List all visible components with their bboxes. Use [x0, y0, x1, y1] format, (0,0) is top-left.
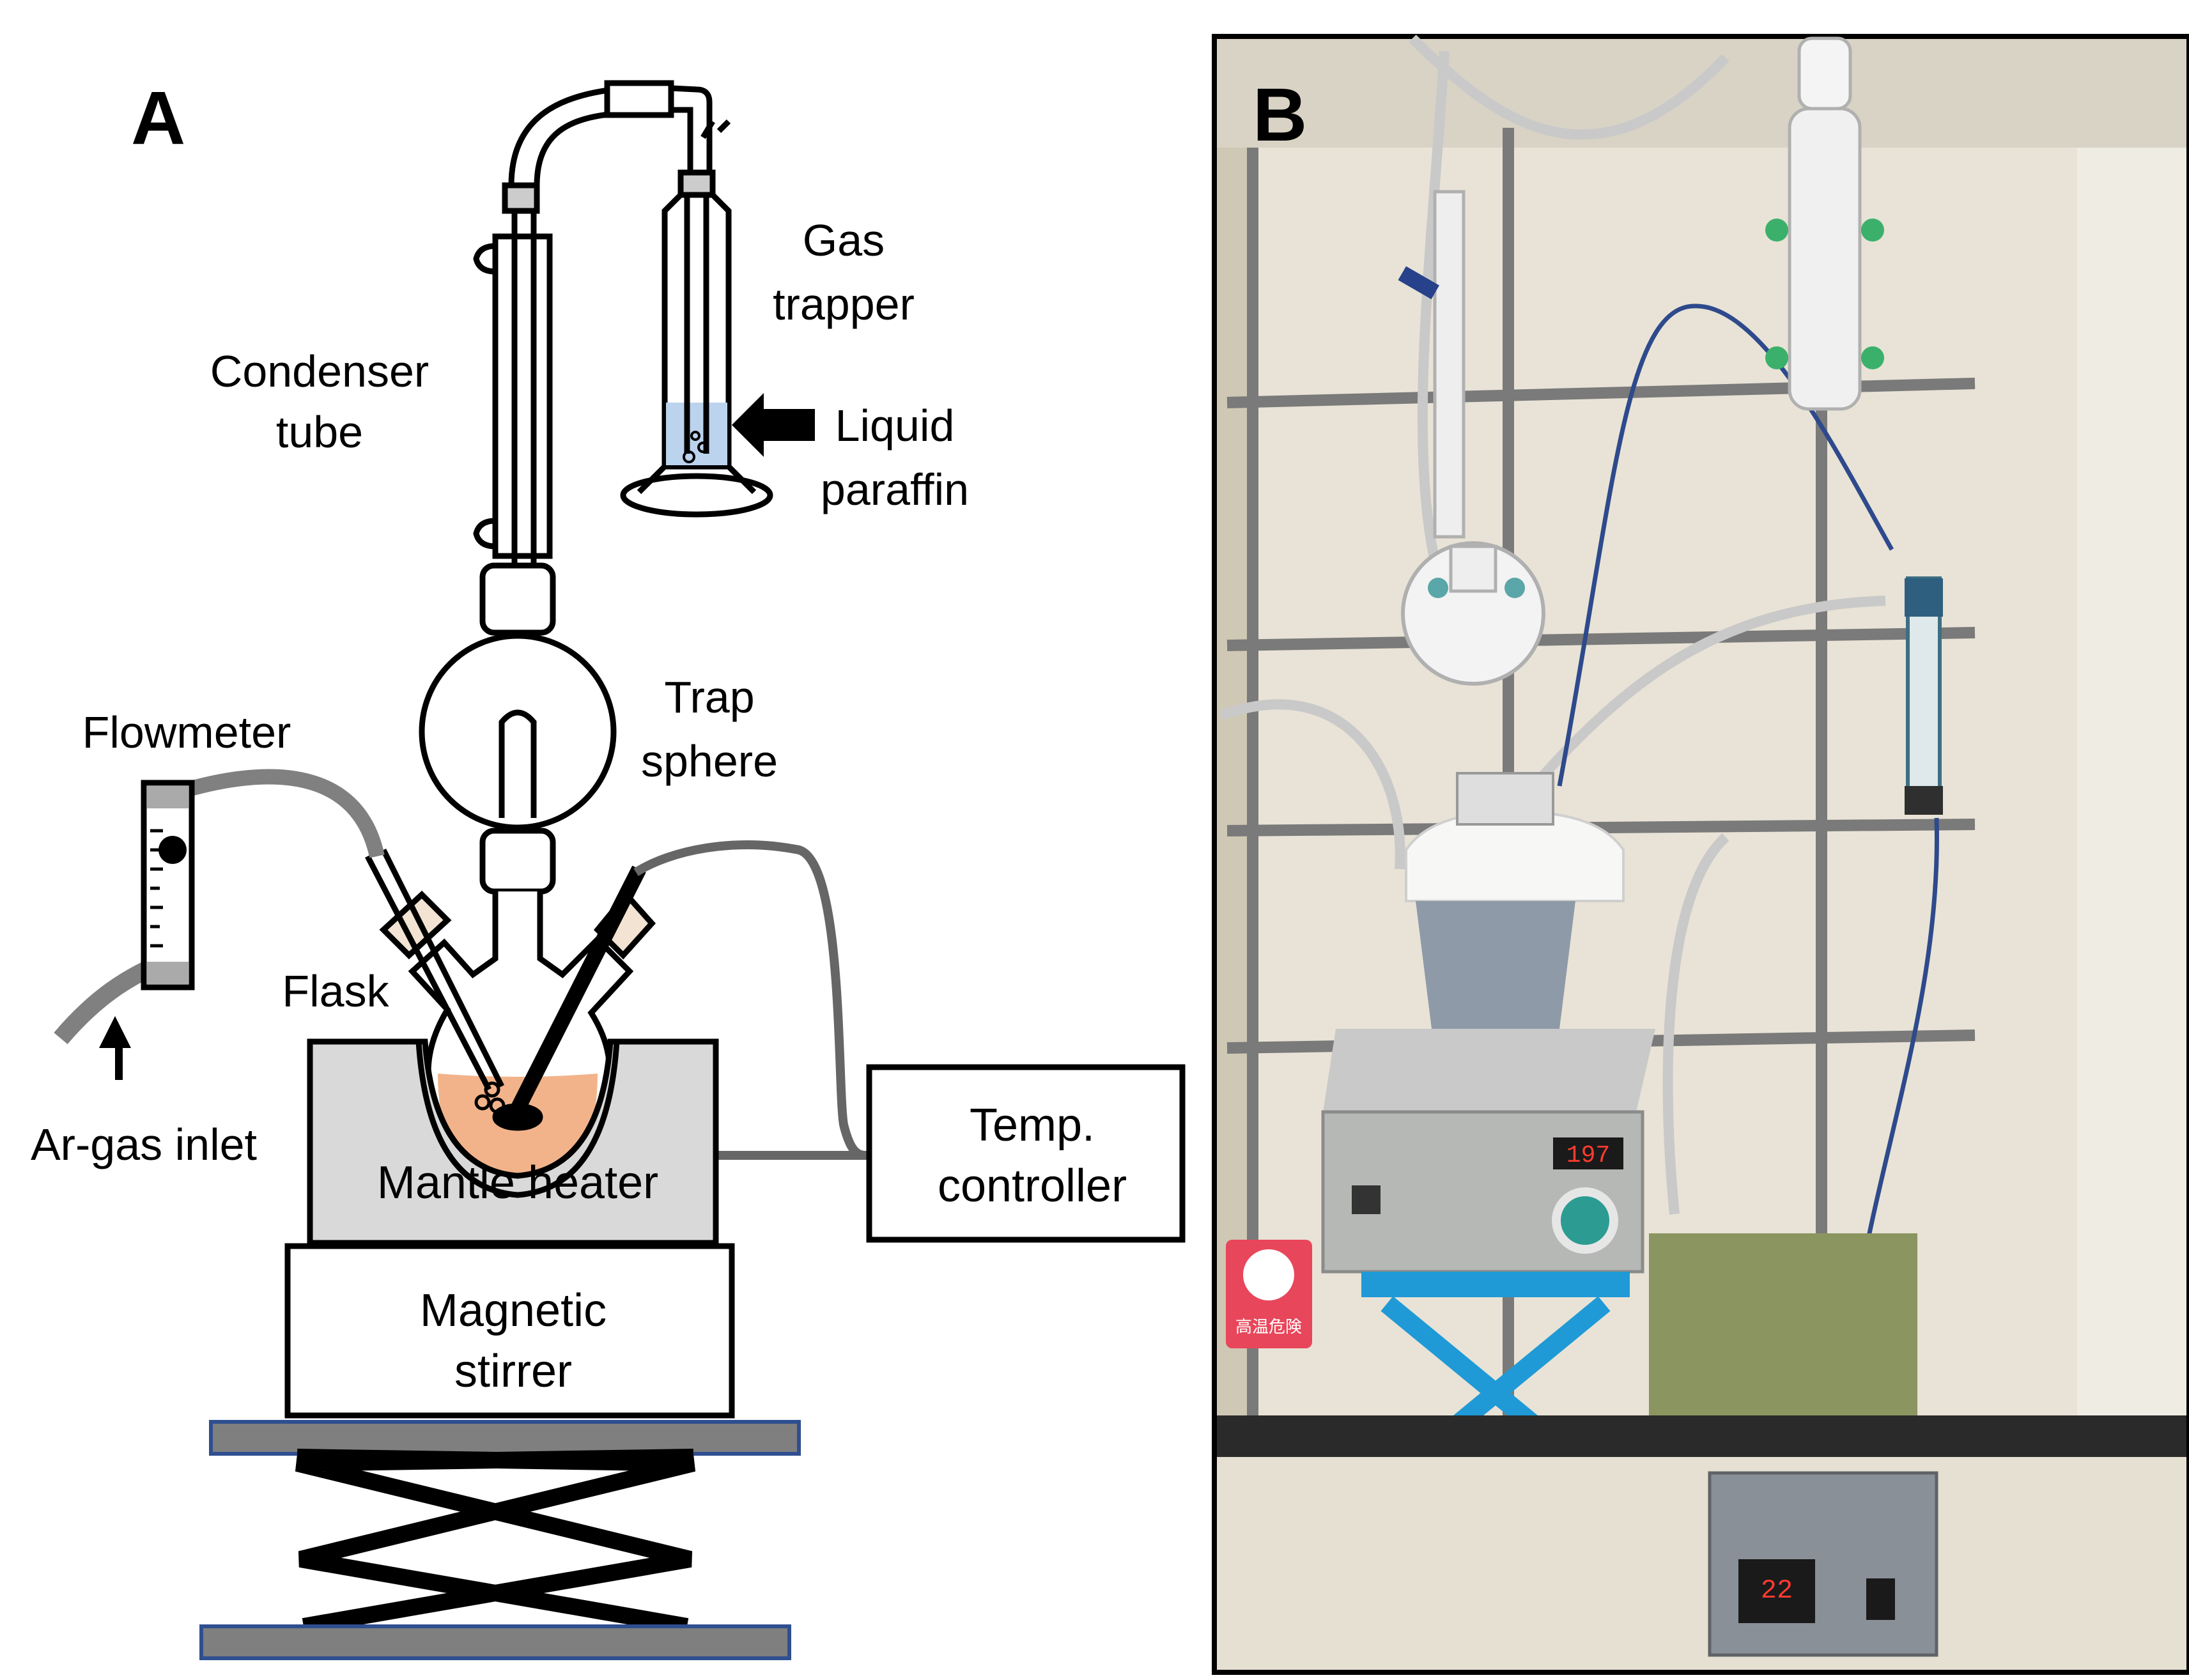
- liquid-paraffin-arrow: [732, 393, 815, 457]
- mantle-heater-label: Mantle heater: [377, 1157, 658, 1208]
- photo-condenser: [1398, 190, 1545, 686]
- flask-right-neck: [511, 865, 656, 1113]
- flask-label: Flask: [282, 966, 389, 1016]
- liquid-paraffin-fill: [666, 403, 727, 465]
- condenser-tube-label-1: Condenser: [210, 346, 429, 396]
- trap-sphere-label-1: Trap: [664, 672, 754, 722]
- mantle-heater: Mantle heater: [307, 1038, 719, 1246]
- temp-controller-label-2: controller: [938, 1160, 1127, 1212]
- liquid-paraffin-label-1: Liquid: [835, 401, 955, 451]
- thermocouple-cable: [633, 840, 867, 1160]
- gas-trapper-label-2: trapper: [773, 279, 915, 329]
- condenser-tube-label-2: tube: [276, 407, 363, 457]
- photo-gas-trapper: [1765, 36, 1884, 411]
- photo-temp-controller: 22: [1708, 1471, 1938, 1657]
- temp-controller: Temp. controller: [866, 1064, 1186, 1243]
- trap-sphere: [419, 562, 617, 895]
- magnetic-stirrer-label-2: stirrer: [454, 1346, 572, 1397]
- scissor-lift: [199, 1420, 801, 1660]
- photo-stirrer-display: 197: [1566, 1142, 1610, 1169]
- magnetic-stirrer: Magnetic stirrer: [284, 1243, 735, 1419]
- ar-gas-inlet-label: Ar-gas inlet: [31, 1120, 257, 1169]
- flask-left-neck: [365, 848, 505, 1091]
- panel-a-letter: A: [131, 76, 185, 160]
- magnetic-stirrer-label-1: Magnetic: [420, 1285, 607, 1336]
- flowmeter-label: Flowmeter: [82, 707, 291, 757]
- panel-b-letter: B: [1253, 73, 1307, 157]
- temp-controller-label-1: Temp.: [970, 1100, 1095, 1151]
- trap-sphere-label-2: sphere: [641, 736, 778, 786]
- ar-gas-inlet-arrow: [99, 1016, 131, 1080]
- photo-controller-display: 22: [1761, 1575, 1793, 1606]
- flowmeter: [141, 780, 195, 990]
- panel-b-photo: 197 高温危険 22 B: [1212, 34, 2189, 1675]
- gas-trapper-label-1: Gas: [803, 215, 885, 265]
- photo-warning-sign: 高温危険: [1226, 1240, 1312, 1348]
- liquid-paraffin-label-2: paraffin: [821, 465, 969, 514]
- photo-warning-text: 高温危険: [1235, 1318, 1302, 1337]
- photo-sash-bar: [1217, 1415, 2186, 1457]
- panel-a-schematic: A: [31, 76, 1186, 1660]
- photo-base-block: [1649, 1233, 1917, 1425]
- condenser-tube: [473, 182, 553, 566]
- condenser-to-trapper-tube: [508, 80, 713, 186]
- flowmeter-to-flask-tube: [186, 769, 385, 858]
- gas-trapper: [620, 119, 773, 518]
- photo-mantle-heater: [1405, 772, 1625, 1054]
- photo-flowmeter: [1905, 576, 1943, 815]
- photo-magnetic-stirrer: 197: [1321, 1029, 1655, 1274]
